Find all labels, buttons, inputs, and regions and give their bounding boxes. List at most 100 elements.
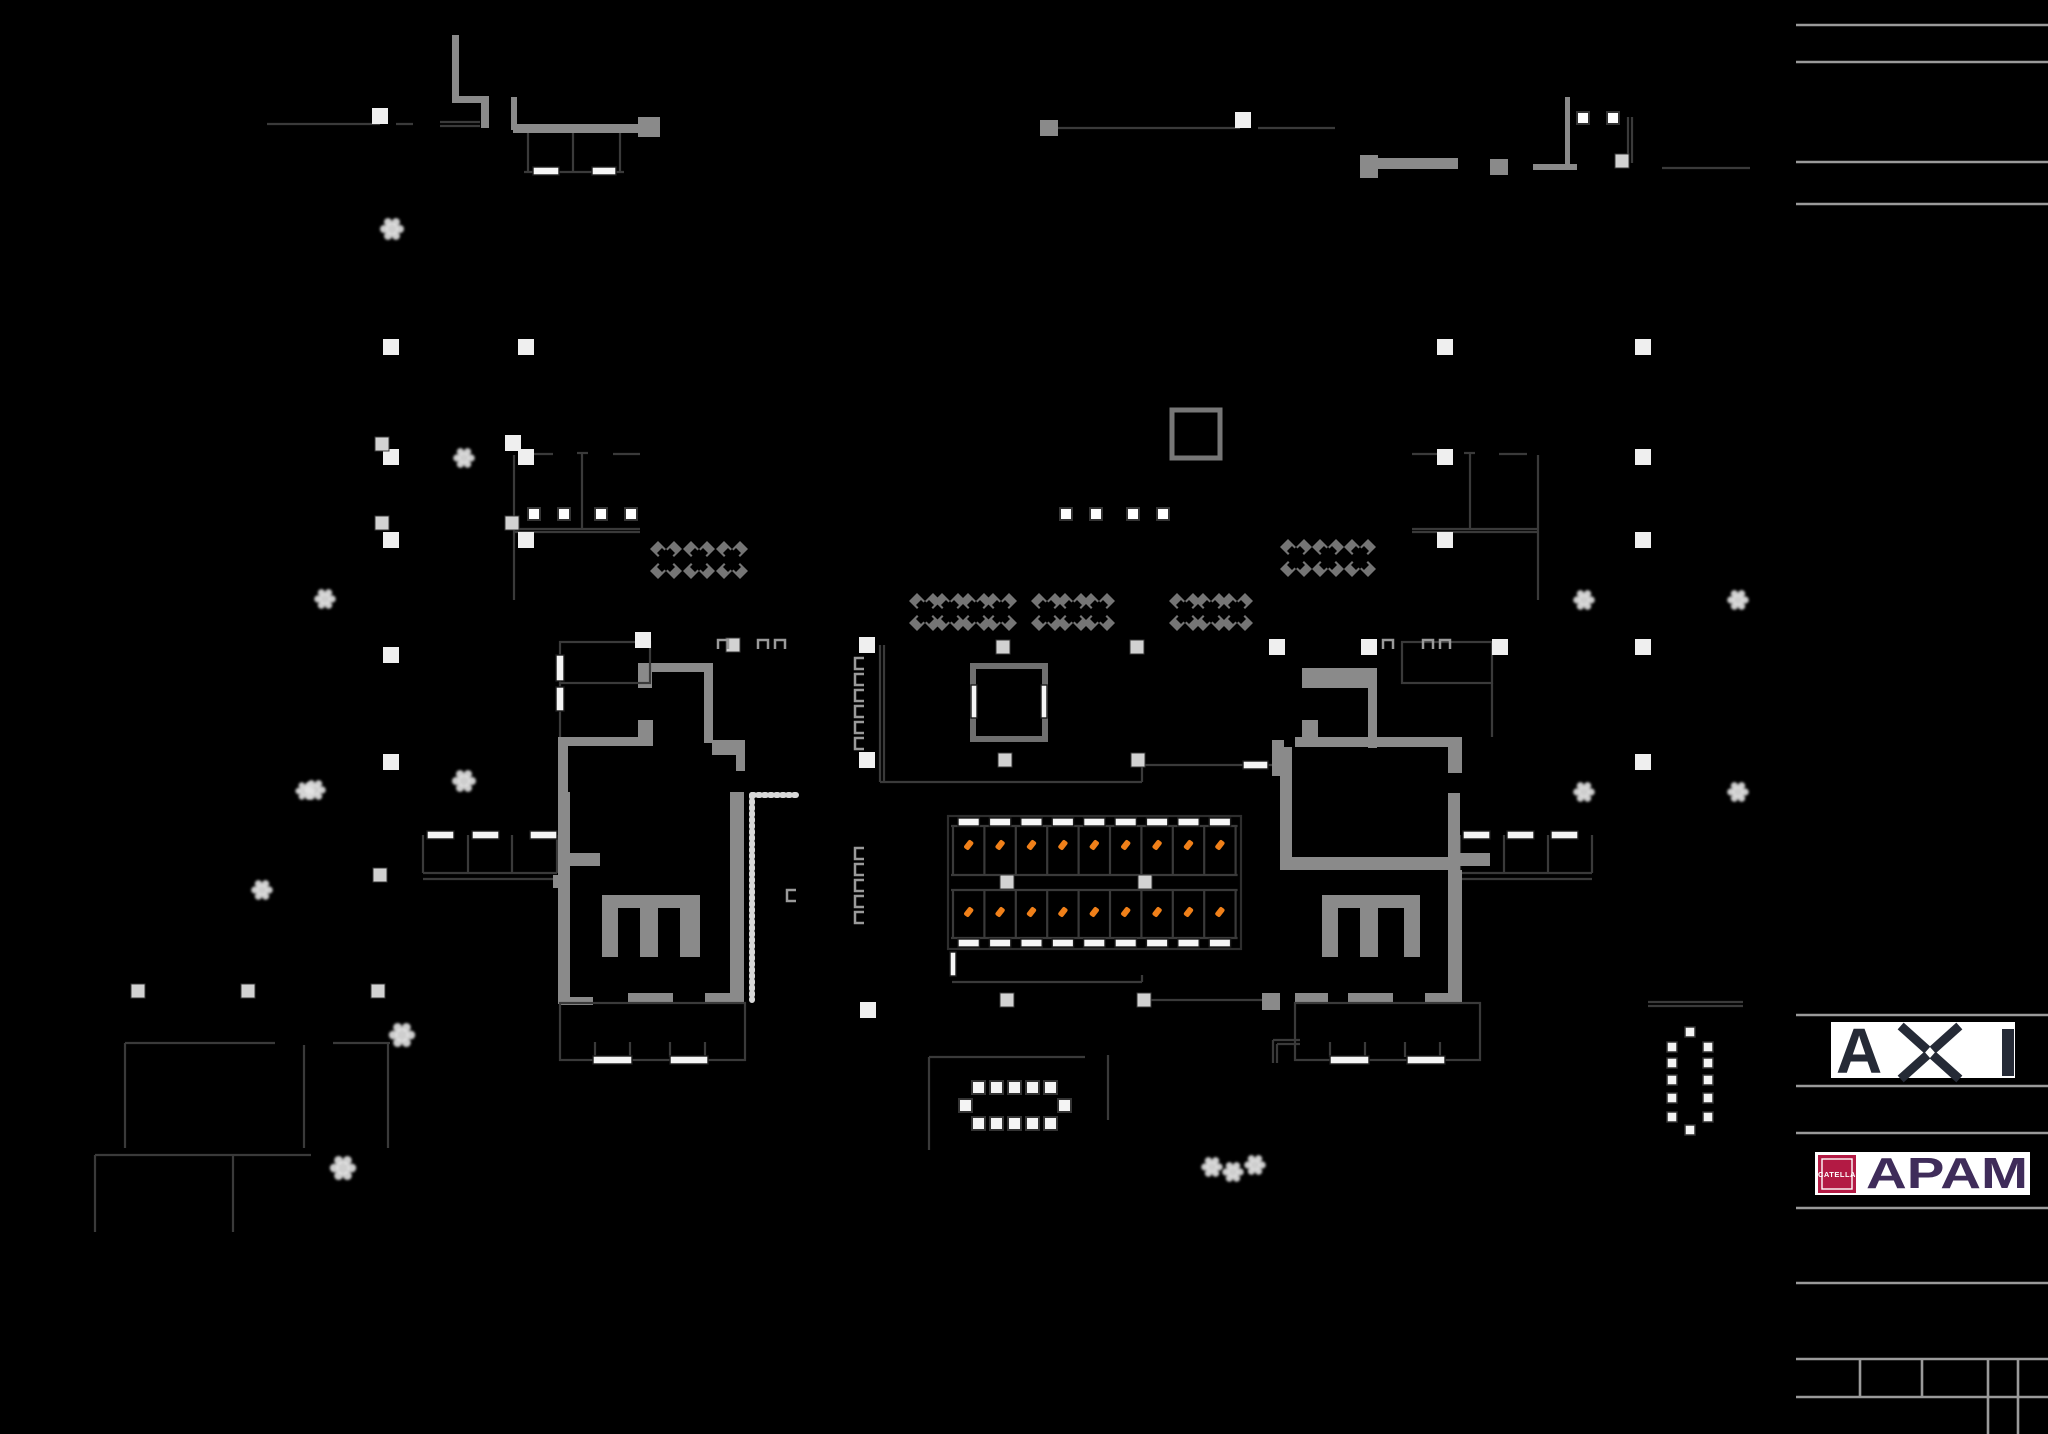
diffuser-notch	[1090, 614, 1100, 624]
column-white	[1437, 449, 1453, 465]
column-white	[383, 647, 399, 663]
door-swing-mark	[1058, 907, 1068, 917]
diffuser-notch	[941, 614, 951, 624]
tree-blob	[343, 1155, 352, 1165]
ring-seat	[1666, 1041, 1678, 1053]
tree-blob	[1247, 1167, 1255, 1175]
wall-segment	[602, 908, 618, 957]
diffuser-notch	[1236, 614, 1246, 624]
stall-door-bar	[1177, 938, 1200, 948]
bracket-fixture	[1421, 638, 1435, 649]
bracket-fixture	[773, 638, 787, 649]
tree-blob	[1587, 788, 1595, 796]
tree-blob	[315, 792, 323, 800]
tree-blob	[1204, 1157, 1212, 1165]
tree-blob	[402, 1022, 411, 1032]
diffuser-notch	[1287, 546, 1297, 556]
tree-blob	[456, 460, 464, 468]
column-small	[1126, 507, 1140, 521]
chair-square	[971, 1116, 986, 1131]
wall-segment	[511, 97, 517, 130]
tree-blob	[1738, 602, 1746, 610]
tree-blob	[1236, 1168, 1244, 1176]
tree-blob	[380, 225, 388, 233]
door-bar	[592, 1055, 633, 1065]
wall-segment	[628, 993, 673, 1003]
tree-icon	[314, 589, 336, 609]
fixture-symbols	[716, 638, 1452, 925]
diffuser-notch	[657, 548, 667, 558]
tree-blob	[314, 595, 322, 603]
tree-blob	[305, 793, 312, 800]
wall-segment	[513, 124, 641, 133]
column-gray	[1614, 153, 1630, 169]
door-swing-mark	[1058, 840, 1068, 850]
tree-blob	[262, 880, 270, 888]
column-gray	[999, 874, 1015, 890]
tree-blob	[1727, 596, 1735, 604]
stall-door-bar	[1177, 817, 1200, 827]
column-white	[1437, 532, 1453, 548]
door-swing-mark	[1089, 907, 1099, 917]
column-gray	[1137, 874, 1153, 890]
wall-segment	[638, 117, 660, 137]
tree-blob	[1738, 782, 1746, 790]
door-bar	[1550, 830, 1579, 840]
column-small	[1089, 507, 1103, 521]
axi-x-stroke	[1929, 1022, 1963, 1054]
bracket-fixture	[1438, 638, 1452, 649]
diffuser-notch	[1176, 600, 1186, 610]
room-outline	[558, 1001, 747, 1062]
door-swing-mark	[1215, 907, 1225, 917]
tree-blob	[317, 589, 325, 597]
column-white	[383, 754, 399, 770]
column-white	[1437, 339, 1453, 355]
tree-blob	[1225, 1162, 1233, 1170]
title-block: A CATELLA APAM	[1796, 23, 2048, 1434]
tree-blob	[1584, 794, 1592, 802]
column-small	[1576, 111, 1590, 125]
wall-segment	[452, 96, 488, 103]
diffuser-notch	[723, 562, 733, 572]
door-swing-mark	[1121, 840, 1131, 850]
chair-square	[989, 1116, 1004, 1131]
chair-square	[1007, 1116, 1022, 1131]
bracket-fixture	[716, 638, 730, 649]
tree-blob	[1233, 1174, 1241, 1182]
diffuser-notch	[731, 562, 741, 572]
tree-blob	[1730, 602, 1738, 610]
column-white	[1635, 339, 1651, 355]
door-swing-mark	[964, 840, 974, 850]
tree-blob	[1255, 1155, 1263, 1163]
tree-icon	[1573, 782, 1595, 802]
tree-blob	[456, 783, 464, 792]
tree-blob	[1727, 788, 1735, 796]
room-outline	[1400, 640, 1494, 685]
tree-blob	[325, 601, 333, 609]
tree-blob	[393, 1038, 402, 1048]
tree-icon	[380, 218, 404, 240]
wall-segment	[638, 720, 653, 737]
diffuser-notch	[657, 562, 667, 572]
stall-door-bar	[1051, 938, 1075, 948]
tree-icon	[251, 880, 273, 900]
door-bar	[1040, 684, 1048, 719]
door-bar	[1406, 1055, 1446, 1065]
column-white	[1361, 639, 1377, 655]
tree-blob	[254, 892, 262, 900]
tree-blob	[298, 782, 305, 789]
axi-letter-a: A	[1836, 1015, 1882, 1087]
tree-blob	[464, 448, 472, 456]
stipple-walls	[749, 792, 803, 1003]
tree-icon	[452, 770, 476, 792]
column-small	[594, 507, 608, 521]
bracket-fixture	[853, 688, 864, 703]
tree-blob	[254, 880, 262, 888]
tree-blob	[1730, 590, 1738, 598]
column-gray	[374, 436, 390, 452]
wall-segment	[736, 753, 745, 771]
tree-blob	[1255, 1167, 1263, 1175]
column-white	[1635, 449, 1651, 465]
diffuser-notch	[690, 548, 700, 558]
room-outline	[946, 814, 1243, 951]
